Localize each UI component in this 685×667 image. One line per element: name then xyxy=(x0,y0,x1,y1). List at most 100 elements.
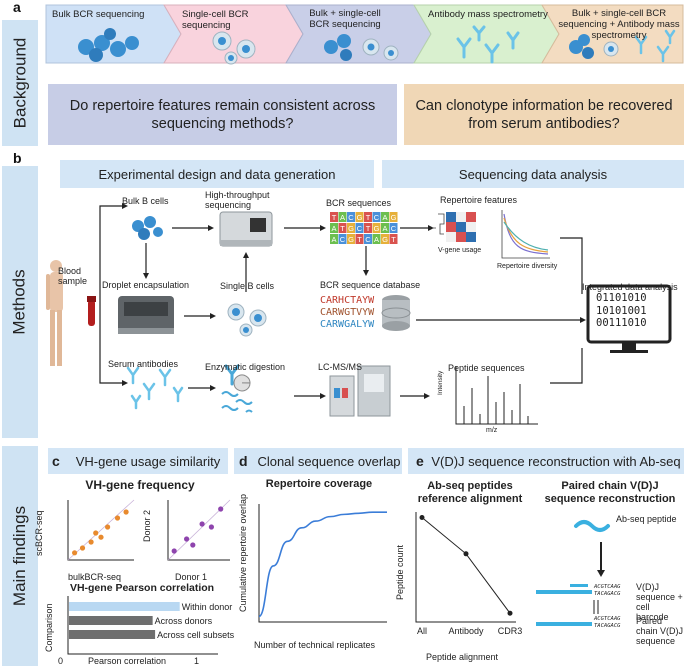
side-label-background: Background xyxy=(2,20,38,146)
step-label-mass-spec: Antibody mass spectrometry xyxy=(428,9,548,20)
bcr-letter: A xyxy=(382,224,387,233)
c-plot1-xlabel: bulkBCR-seq xyxy=(68,572,122,582)
scatter-point xyxy=(190,542,196,548)
alignment-tick-label: All xyxy=(417,626,427,636)
bcr-letter: T xyxy=(340,224,345,233)
serum-antibodies-icon xyxy=(126,366,184,410)
panel-letter-c: c xyxy=(52,453,60,469)
bcr-letter: C xyxy=(340,235,346,244)
single-cells-icon xyxy=(212,31,256,65)
bcr-letter: T xyxy=(366,224,371,233)
alignment-tick-label: Antibody xyxy=(448,626,484,636)
antibodies-icon xyxy=(456,25,520,64)
enzymatic-digestion-icon xyxy=(221,364,253,413)
bcr-letter-cell xyxy=(389,223,398,233)
vh-gene-scatter-plots xyxy=(67,499,231,561)
scatter-point xyxy=(98,534,104,540)
bcr-letter-cell xyxy=(381,212,389,222)
scatter-point xyxy=(184,536,190,542)
bcr-letter-cell xyxy=(364,223,372,233)
repertoire-coverage-chart xyxy=(258,504,387,623)
scatter-point xyxy=(114,515,121,521)
bcr-letter: G xyxy=(391,213,397,222)
bcr-letter: T xyxy=(357,235,362,244)
step-label-combined: Bulk + single-cell BCR sequencing + Anti… xyxy=(558,8,680,41)
panel-letter-a: a xyxy=(13,0,21,15)
bcr-letter: A xyxy=(382,213,387,222)
methods-header-right: Sequencing data analysis xyxy=(382,160,684,188)
pearson-bar xyxy=(69,616,153,625)
alignment-point xyxy=(419,515,425,520)
label-repertoire-diversity: Repertoire diversity xyxy=(497,263,558,270)
bar-axes xyxy=(67,596,218,655)
cdr-seq-1: CARHCTAYW xyxy=(320,295,375,306)
e-abseq-peptide-label: Ab-seq peptide xyxy=(616,514,677,524)
pearson-bar xyxy=(69,602,180,611)
scatter-point xyxy=(123,509,129,515)
coverage-axes xyxy=(258,504,387,623)
droplet-machine-icon xyxy=(118,296,174,334)
bcr-letter: A xyxy=(331,235,336,244)
c-bar-xlabel: Pearson correlation xyxy=(88,656,167,666)
vdj-reconstruction-diagram xyxy=(536,520,610,626)
d-subtitle: Repertoire coverage xyxy=(265,478,373,490)
panel-letter-e: e xyxy=(416,453,424,469)
bcr-letter: G xyxy=(382,235,388,244)
c-axis-min: 0 xyxy=(58,656,64,666)
label-mz: m/z xyxy=(486,427,498,434)
scatter-point xyxy=(72,550,78,556)
database-icon xyxy=(381,295,411,331)
side-label-methods: Methods xyxy=(2,166,38,438)
e-left-ylabel: Peptide count xyxy=(395,544,405,600)
pearson-bar-label: Across cell subsets xyxy=(157,630,235,640)
bcr-letter-cell xyxy=(355,212,364,222)
bcr-letter-cell xyxy=(330,234,338,244)
bcr-letter: T xyxy=(391,235,396,244)
vdj-bar-bottom xyxy=(536,622,592,626)
bcr-letter-cell xyxy=(381,234,389,244)
panel-c-header: c VH-gene usage similarity xyxy=(48,448,228,474)
label-repertoire-features: Repertoire features xyxy=(440,195,518,205)
pearson-bar-label: Across donors xyxy=(155,616,213,626)
bcr-letter-cell xyxy=(364,212,372,222)
bcr-letter: C xyxy=(374,213,380,222)
label-integrated: Integrated data analysis xyxy=(582,282,678,292)
bcr-letter-cell xyxy=(338,223,347,233)
bcr-letter: A xyxy=(374,235,379,244)
bcr-letter-cell xyxy=(372,223,381,233)
bcr-letter: T xyxy=(366,213,371,222)
scatter-fit-line-1 xyxy=(67,499,135,561)
spectrum-plot-icon xyxy=(455,366,538,425)
monitor-icon xyxy=(586,284,672,353)
bcr-letter-cell xyxy=(330,212,338,222)
e-vdj-barcode-label: V(D)J sequence + cell barcode xyxy=(636,582,683,622)
bcr-letter: C xyxy=(391,224,397,233)
alignment-line xyxy=(421,517,511,614)
bulk-single-cells-icon xyxy=(324,34,399,61)
bcr-letter: G xyxy=(348,224,354,233)
bcr-letter-cell xyxy=(355,223,364,233)
e-left-title: Ab-seq peptides reference alignment xyxy=(417,480,523,505)
panel-c-title: VH-gene usage similarity xyxy=(75,453,221,469)
label-bcr-sequences: BCR sequences xyxy=(326,198,392,208)
step-label-single-cell: Single-cell BCR sequencing xyxy=(182,9,249,31)
scatter-point xyxy=(218,506,224,512)
panel-d-header: d Clonal sequence overlap xyxy=(234,448,402,474)
question-right: Can clonotype information be recovered f… xyxy=(404,84,684,145)
scatter-point xyxy=(208,524,214,530)
scatter-point xyxy=(88,539,94,545)
bcr-letter-cell xyxy=(364,234,372,244)
single-b-cells-icon xyxy=(227,303,267,337)
label-droplet-encapsulation: Droplet encapsulation xyxy=(102,280,190,290)
scatter-point xyxy=(105,524,111,530)
e-paired-label: Paired chain V(D)J sequence xyxy=(636,616,684,646)
scatter-point xyxy=(79,545,86,551)
alignment-point xyxy=(463,551,469,557)
panel-letter-b: b xyxy=(13,150,22,166)
cdr-seq-3: CARWGALYW xyxy=(320,319,375,330)
